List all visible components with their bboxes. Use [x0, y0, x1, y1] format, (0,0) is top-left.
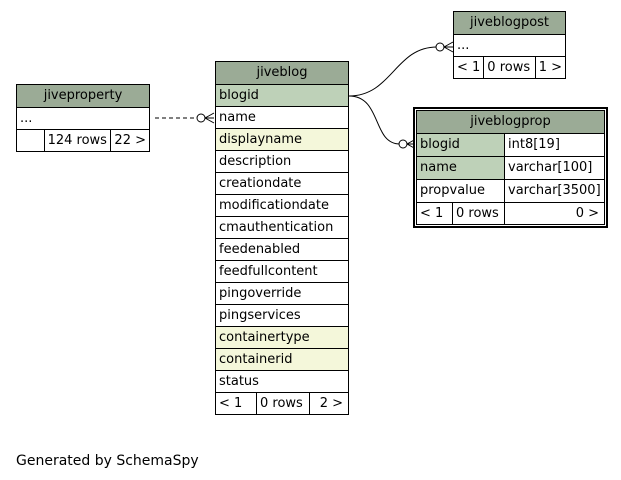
- parents-count: < 1: [216, 393, 257, 414]
- column-row: name varchar[100]: [417, 157, 604, 180]
- column-name: name: [417, 157, 505, 179]
- optional-marker: [196, 113, 206, 123]
- column-name: propvalue: [417, 180, 505, 202]
- column-row: status: [216, 371, 348, 393]
- table-jiveblogprop[interactable]: jiveblogprop blogid int8[19] name varcha…: [413, 107, 608, 228]
- column-name: blogid: [417, 134, 505, 156]
- column-row: modificationdate: [216, 195, 348, 217]
- link-jiveblog-jiveblogpost: [348, 46, 438, 97]
- column-row: pingservices: [216, 305, 348, 327]
- parents-count: < 1: [417, 203, 453, 224]
- children-count: 0 >: [575, 206, 599, 221]
- column-row: ...: [17, 108, 149, 130]
- link-jiveblog-jiveblogprop: [348, 95, 401, 145]
- column-row: blogid int8[19]: [417, 134, 604, 157]
- parents-count: [17, 130, 45, 151]
- parents-count: < 1: [454, 57, 485, 78]
- table-title[interactable]: jiveproperty: [17, 85, 149, 108]
- column-row: containertype: [216, 327, 348, 349]
- column-row: ...: [454, 35, 565, 57]
- table-jiveproperty[interactable]: jiveproperty ... 124 rows 22 >: [16, 84, 150, 152]
- row-count: 0 rows: [484, 57, 536, 78]
- table-jiveblogpost[interactable]: jiveblogpost ... < 1 0 rows 1 >: [453, 11, 566, 79]
- children-count: 2 >: [319, 396, 343, 411]
- column-row: feedfullcontent: [216, 261, 348, 283]
- generated-by-caption: Generated by SchemaSpy: [16, 453, 199, 469]
- column-row: blogid: [216, 85, 348, 107]
- column-row: containerid: [216, 349, 348, 371]
- table-footer: < 1 0 rows 1 >: [454, 57, 565, 78]
- table-footer: 124 rows 22 >: [17, 130, 149, 151]
- column-row: feedenabled: [216, 239, 348, 261]
- table-footer: < 1 0 rows 2 >: [216, 393, 348, 414]
- column-row: pingoverride: [216, 283, 348, 305]
- table-title[interactable]: jiveblogprop: [417, 111, 604, 134]
- table-footer: < 1 0 rows 0 >: [417, 203, 604, 224]
- children-count: 1 >: [538, 60, 562, 75]
- table-title[interactable]: jiveblog: [216, 62, 348, 85]
- column-row: propvalue varchar[3500]: [417, 180, 604, 203]
- column-row: name: [216, 107, 348, 129]
- crowfoot-marker: [443, 41, 454, 53]
- column-type: varchar[100]: [505, 157, 604, 179]
- optional-marker: [398, 139, 408, 149]
- children-count: 22 >: [114, 133, 146, 148]
- row-count: 0 rows: [257, 393, 310, 414]
- column-row: displayname: [216, 129, 348, 151]
- column-type: varchar[3500]: [508, 183, 601, 198]
- column-type: int8[19]: [505, 134, 604, 156]
- column-row: creationdate: [216, 173, 348, 195]
- table-jiveblog[interactable]: jiveblog blogid name displayname descrip…: [215, 61, 349, 415]
- column-row: cmauthentication: [216, 217, 348, 239]
- optional-marker: [435, 42, 445, 52]
- column-row: description: [216, 151, 348, 173]
- row-count: 124 rows: [45, 130, 112, 151]
- row-count: 0 rows: [453, 203, 505, 224]
- table-title[interactable]: jiveblogpost: [454, 12, 565, 35]
- crowfoot-marker: [204, 112, 215, 124]
